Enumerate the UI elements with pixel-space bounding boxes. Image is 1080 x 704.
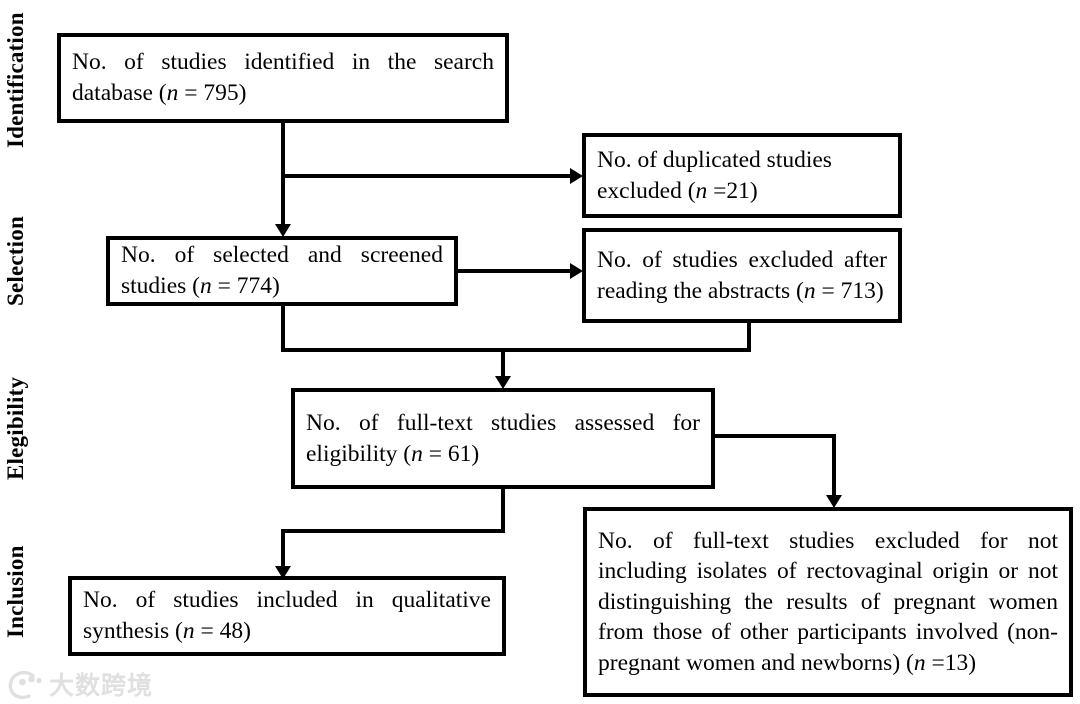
connector-screened-to-abstracts [458,269,572,273]
box-fulltext-excluded[interactable]: No. of full-text studies excluded for no… [583,507,1073,697]
connector-identified-to-duplicates [281,174,572,178]
box-fulltext-assessed-text: No. of full-text studies assessed for el… [306,409,700,467]
n-italic: n [695,177,708,204]
n-italic: n [199,273,212,299]
box-duplicates-excluded[interactable]: No. of duplicated studies excluded (n =2… [582,133,902,218]
n-italic: n [411,440,423,467]
arrowhead-to-selected-screened [275,224,291,237]
box-identified[interactable]: No. of studies identified in the search … [57,33,509,123]
watermark-text: 大数跨境 [49,670,154,700]
connector-merge-to-eligibility [501,348,505,383]
arrowhead-to-abstracts [570,263,583,279]
stage-label-inclusion: Inclusion [3,545,28,639]
n-italic: n [182,618,195,644]
box-fulltext-assessed[interactable]: No. of full-text studies assessed for el… [291,388,715,489]
n-italic: n [803,277,816,304]
box-included-qualitative[interactable]: No. of studies included in qualitative s… [68,576,506,656]
connector-merge-horizontal [281,348,751,352]
box-abstracts-excluded[interactable]: No. of studies excluded after reading th… [582,228,902,323]
stage-label-selection: Selection [3,216,28,306]
arrowhead-to-fulltext-excluded [826,495,842,508]
box-duplicates-excluded-text: No. of duplicated studies excluded (n =2… [597,146,832,204]
arrowhead-to-fulltext-assessed [495,376,511,389]
connector-to-inclusion [281,529,285,574]
box-identified-text: No. of studies identified in the search … [72,49,494,106]
connector-eligibility-to-excluded-h [714,434,836,438]
connector-eligibility-to-excluded-v [832,434,836,502]
connector-screened-down [281,305,285,352]
dashukuajing-logo-icon [8,670,42,700]
stage-label-identification: Identification [3,12,28,148]
box-selected-screened[interactable]: No. of selected and screened studies (n … [106,236,458,306]
arrowhead-to-included-qualitative [275,566,291,579]
stage-label-eligibility: Elegibility [3,376,28,480]
box-abstracts-excluded-text: No. of studies excluded after reading th… [597,246,887,304]
arrowhead-to-duplicates [570,168,583,184]
watermark: 大数跨境 [8,670,153,700]
box-included-qualitative-text: No. of studies included in qualitative s… [83,587,491,644]
box-fulltext-excluded-text: No. of full-text studies excluded for no… [598,527,1058,676]
connector-eligibility-down [501,489,505,533]
n-italic: n [913,649,926,676]
box-selected-screened-text: No. of selected and screened studies (n … [121,242,443,299]
n-italic: n [166,80,179,106]
connector-abstracts-down [747,322,751,352]
connector-eligibility-left [281,529,505,533]
